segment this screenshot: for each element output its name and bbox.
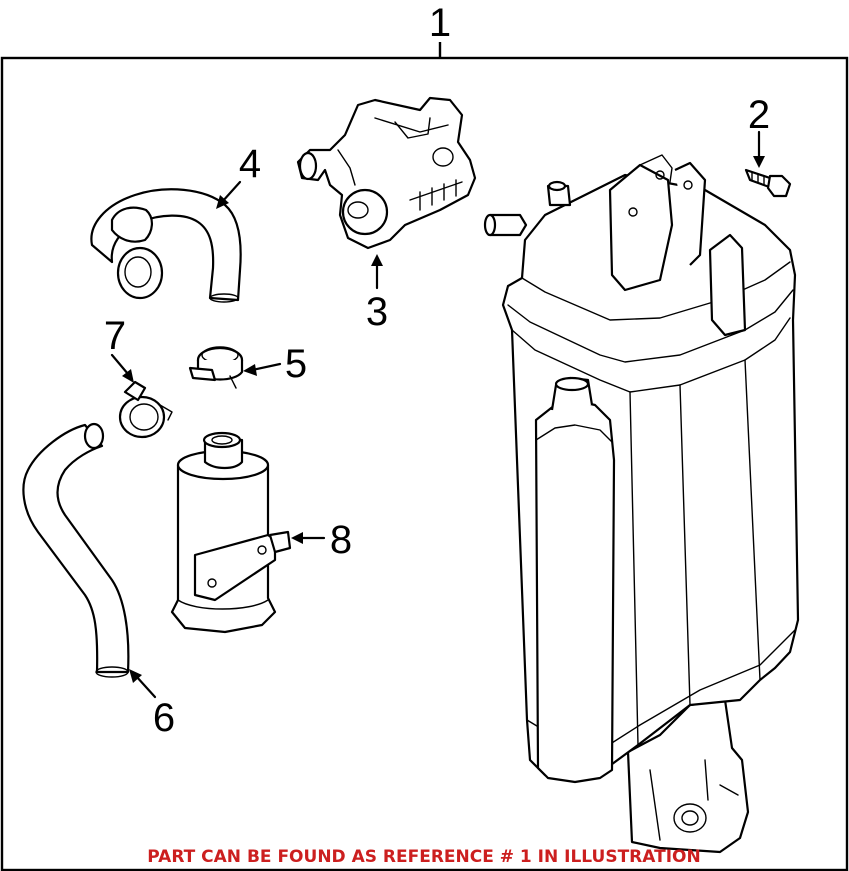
purge-valve bbox=[296, 96, 477, 250]
hose-clamp-upper bbox=[188, 346, 244, 389]
charcoal-canister bbox=[483, 154, 800, 854]
callout-7: 7 bbox=[104, 314, 126, 358]
footer-note: PART CAN BE FOUND AS REFERENCE # 1 IN IL… bbox=[147, 847, 700, 867]
callout-5: 5 bbox=[285, 342, 307, 386]
bolt bbox=[744, 168, 792, 198]
callout-8: 8 bbox=[330, 518, 352, 562]
callout-3: 3 bbox=[366, 290, 388, 334]
leader-lines bbox=[110, 130, 765, 699]
hose-clamp-lower bbox=[118, 380, 173, 439]
callout-6: 6 bbox=[153, 696, 175, 740]
filter bbox=[170, 431, 292, 634]
callout-4: 4 bbox=[239, 142, 261, 186]
assembly-frame bbox=[0, 42, 849, 871]
callout-2: 2 bbox=[748, 93, 770, 137]
lower-hose bbox=[22, 422, 130, 678]
upper-hose bbox=[90, 188, 242, 303]
callout-1: 1 bbox=[429, 1, 451, 45]
